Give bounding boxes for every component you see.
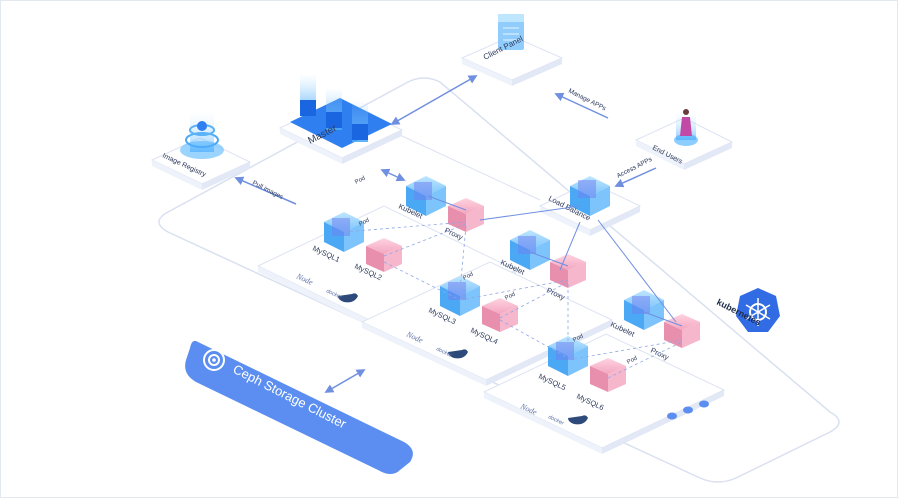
kubelet-cube-1 <box>406 176 446 216</box>
pod-links <box>343 221 683 379</box>
worker-node-3 <box>482 290 726 454</box>
proxy-cube-1 <box>448 198 484 232</box>
proxy-cube-2 <box>550 254 586 288</box>
client-panel-platform <box>460 14 564 86</box>
master-loadbalance-line <box>401 135 541 201</box>
user-figure-icon <box>680 109 692 136</box>
pod-label-3: Pod <box>572 334 584 344</box>
mysql2-cube <box>366 238 402 272</box>
kubelet-cube-3 <box>624 290 664 330</box>
more-dots <box>667 400 709 420</box>
master-platform <box>278 74 404 164</box>
pod-label-2: Pod <box>462 272 474 282</box>
kubernetes-logo <box>736 288 780 332</box>
image-registry-platform <box>150 112 252 190</box>
registry-icon <box>197 121 207 131</box>
network-links <box>427 195 683 327</box>
pull-images-label: Pull images <box>251 180 285 202</box>
pod-label-2b: Pod <box>504 292 516 302</box>
master-client-arrow <box>390 75 478 125</box>
storage-cluster-arrow <box>324 369 366 393</box>
ceph-icon <box>203 349 225 371</box>
load-balance-cube <box>570 176 610 216</box>
manage-apps-arrow <box>554 92 609 119</box>
pull-images-arrow <box>234 176 297 205</box>
mysql6-cube <box>590 358 626 392</box>
docker-whale-icon-2 <box>448 349 468 359</box>
master-pod-label: Pod <box>354 176 366 186</box>
ceph-storage-bar <box>185 340 413 474</box>
access-apps-label: Access APPs <box>616 156 654 180</box>
mysql4-cube <box>482 298 518 332</box>
access-apps-arrow <box>614 167 657 188</box>
pod-label-3b: Pod <box>626 356 638 366</box>
docker-whale-icon-3 <box>568 415 588 425</box>
mysql1-cube <box>324 212 364 252</box>
pod-label-1: Pod <box>358 218 370 228</box>
kubelet-cube-2 <box>510 230 550 270</box>
master-node-arrow <box>380 168 406 182</box>
docker-whale-icon-1 <box>338 293 358 303</box>
proxy-cube-3 <box>664 314 700 348</box>
